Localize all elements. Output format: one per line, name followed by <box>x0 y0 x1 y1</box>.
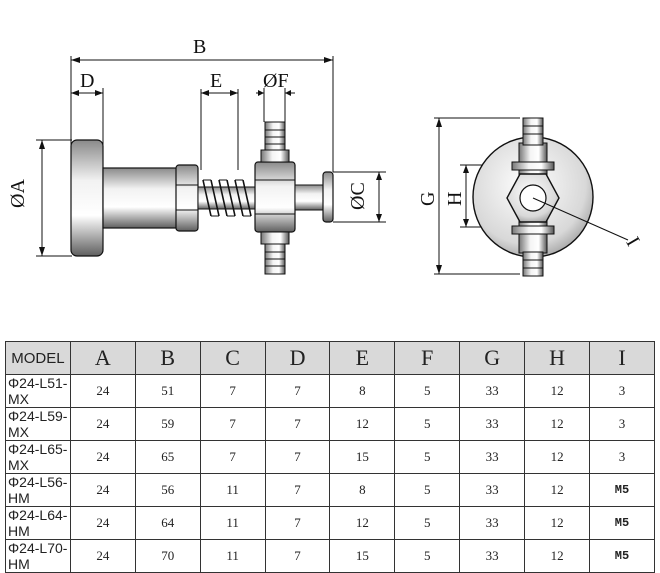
cell-c: 7 <box>199 440 266 474</box>
cell-a: 24 <box>69 473 136 507</box>
cell-h: 12 <box>524 374 591 408</box>
cell-i: 3 <box>589 407 655 441</box>
col-header-b: B <box>134 341 201 375</box>
cell-c: 7 <box>199 374 266 408</box>
table-row: Φ24-L59-MX 24 59 7 7 12 5 33 12 3 <box>5 407 655 441</box>
cell-a: 24 <box>69 407 136 441</box>
cell-a: 24 <box>69 374 136 408</box>
cell-model: Φ24-L70-HM <box>5 539 71 573</box>
cell-b: 59 <box>134 407 201 441</box>
cell-c: 11 <box>199 473 266 507</box>
cell-i: 3 <box>589 374 655 408</box>
cell-a: 24 <box>69 506 136 540</box>
cell-a: 24 <box>69 440 136 474</box>
side-view: B D E ØF ØA ØC <box>7 36 386 275</box>
end-view: G H I <box>417 117 644 277</box>
dim-label-a: ØA <box>7 179 29 208</box>
cell-c: 11 <box>199 539 266 573</box>
cell-i: M5 <box>589 473 655 507</box>
cell-i: M5 <box>589 539 655 573</box>
cell-f: 5 <box>394 506 461 540</box>
dim-label-c: ØC <box>347 182 369 210</box>
dim-label-i: I <box>621 233 643 250</box>
cell-i: 3 <box>589 440 655 474</box>
cell-g: 33 <box>459 473 526 507</box>
cell-d: 7 <box>264 506 331 540</box>
spring <box>202 179 252 217</box>
dim-label-g: G <box>417 192 439 206</box>
cell-model: Φ24-L51-MX <box>5 374 71 408</box>
suction-flange <box>70 139 104 257</box>
dim-label-b: B <box>193 36 206 58</box>
cell-a: 24 <box>69 539 136 573</box>
table-row: Φ24-L51-MX 24 51 7 7 8 5 33 12 3 <box>5 374 655 408</box>
hex-block <box>254 161 296 233</box>
dim-label-f: ØF <box>263 70 289 92</box>
col-header-i: I <box>589 341 655 375</box>
table-row: Φ24-L70-HM 24 70 11 7 15 5 33 12 M5 <box>5 539 655 573</box>
cell-f: 5 <box>394 539 461 573</box>
col-header-model: MODEL <box>5 341 71 375</box>
cell-model: Φ24-L59-MX <box>5 407 71 441</box>
cell-e: 12 <box>329 407 396 441</box>
end-cap <box>322 171 334 223</box>
cell-e: 8 <box>329 473 396 507</box>
col-header-f: F <box>394 341 461 375</box>
col-header-h: H <box>524 341 591 375</box>
spec-table: MODEL A B C D E F G H I Φ24-L51-MX 24 51… <box>5 341 655 573</box>
table-row: Φ24-L65-MX 24 65 7 7 15 5 33 12 3 <box>5 440 655 474</box>
cell-i: M5 <box>589 506 655 540</box>
cell-e: 15 <box>329 539 396 573</box>
cell-b: 65 <box>134 440 201 474</box>
cell-h: 12 <box>524 539 591 573</box>
dim-label-d: D <box>80 70 94 92</box>
cell-c: 7 <box>199 407 266 441</box>
cell-e: 12 <box>329 506 396 540</box>
table-header-row: MODEL A B C D E F G H I <box>5 341 655 375</box>
cell-b: 70 <box>134 539 201 573</box>
stem-body <box>102 167 180 229</box>
cell-h: 12 <box>524 473 591 507</box>
cell-b: 64 <box>134 506 201 540</box>
cell-d: 7 <box>264 407 331 441</box>
cell-h: 12 <box>524 506 591 540</box>
cell-f: 5 <box>394 440 461 474</box>
cell-g: 33 <box>459 374 526 408</box>
col-header-e: E <box>329 341 396 375</box>
cell-g: 33 <box>459 539 526 573</box>
cell-f: 5 <box>394 407 461 441</box>
cell-b: 56 <box>134 473 201 507</box>
technical-drawing: B D E ØF ØA ØC <box>7 36 644 277</box>
cell-g: 33 <box>459 506 526 540</box>
table-row: Φ24-L64-HM 24 64 11 7 12 5 33 12 M5 <box>5 506 655 540</box>
cell-model: Φ24-L64-HM <box>5 506 71 540</box>
col-header-d: D <box>264 341 331 375</box>
cell-h: 12 <box>524 407 591 441</box>
hose-barb-bottom <box>260 231 290 275</box>
cell-b: 51 <box>134 374 201 408</box>
hose-barb-top <box>260 121 290 163</box>
cell-c: 11 <box>199 506 266 540</box>
cell-d: 7 <box>264 539 331 573</box>
connector-tube <box>294 184 324 211</box>
cell-h: 12 <box>524 440 591 474</box>
cell-e: 8 <box>329 374 396 408</box>
cell-d: 7 <box>264 473 331 507</box>
dim-label-h: H <box>444 192 466 206</box>
cell-model: Φ24-L65-MX <box>5 440 71 474</box>
dim-label-e: E <box>210 70 222 92</box>
col-header-a: A <box>69 341 136 375</box>
cell-d: 7 <box>264 374 331 408</box>
col-header-g: G <box>459 341 526 375</box>
hex-nut <box>175 164 199 232</box>
cell-g: 33 <box>459 407 526 441</box>
cell-f: 5 <box>394 473 461 507</box>
cell-f: 5 <box>394 374 461 408</box>
cell-e: 15 <box>329 440 396 474</box>
cell-model: Φ24-L56-HM <box>5 473 71 507</box>
cell-g: 33 <box>459 440 526 474</box>
col-header-c: C <box>199 341 266 375</box>
cell-d: 7 <box>264 440 331 474</box>
table-row: Φ24-L56-HM 24 56 11 7 8 5 33 12 M5 <box>5 473 655 507</box>
